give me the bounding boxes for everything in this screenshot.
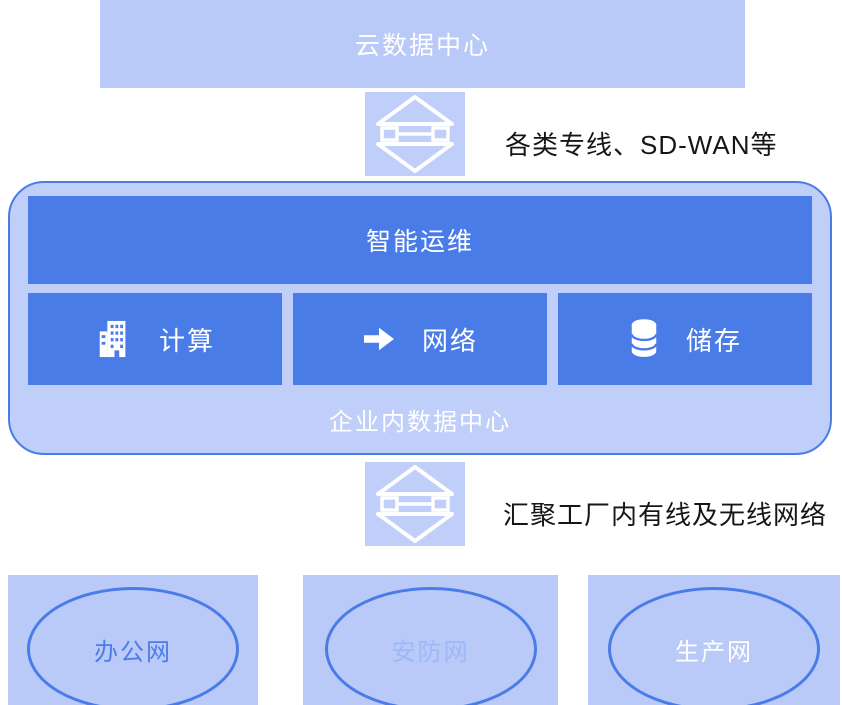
network-ellipse: 生产网 bbox=[608, 587, 820, 705]
intelligent-ops-header: 智能运维 bbox=[28, 196, 812, 284]
module-compute: 计算 bbox=[28, 293, 282, 385]
double-arrow-icon bbox=[365, 92, 465, 176]
enterprise-datacenter-panel: 智能运维 bbox=[8, 181, 832, 455]
modules-row: 计算 网络 储存 bbox=[28, 293, 812, 385]
module-compute-label: 计算 bbox=[158, 325, 215, 356]
network-ellipse: 安防网 bbox=[324, 587, 537, 705]
building-icon bbox=[95, 319, 133, 359]
module-network-label: 网络 bbox=[421, 325, 478, 356]
network-production: 生产网 bbox=[588, 575, 840, 705]
network-ellipse: 办公网 bbox=[27, 587, 239, 705]
module-storage: 储存 bbox=[558, 293, 812, 385]
network-security: 安防网 bbox=[303, 575, 558, 705]
wan-link-label: 各类专线、SD-WAN等 bbox=[505, 130, 778, 160]
database-icon bbox=[628, 318, 660, 360]
intelligent-ops-label: 智能运维 bbox=[365, 228, 474, 256]
cloud-datacenter-label: 云数据中心 bbox=[354, 32, 490, 60]
arrow-right-icon bbox=[362, 324, 396, 354]
factory-network-label: 汇聚工厂内有线及无线网络 bbox=[503, 500, 828, 530]
cloud-datacenter-box: 云数据中心 bbox=[100, 0, 745, 88]
network-office: 办公网 bbox=[8, 575, 258, 705]
double-arrow-connector-top bbox=[365, 92, 465, 176]
double-arrow-icon bbox=[365, 462, 465, 546]
network-production-label: 生产网 bbox=[675, 638, 753, 666]
network-office-label: 办公网 bbox=[94, 638, 172, 666]
double-arrow-connector-bottom bbox=[365, 462, 465, 546]
module-network: 网络 bbox=[293, 293, 547, 385]
network-security-label: 安防网 bbox=[391, 638, 470, 666]
module-storage-label: 储存 bbox=[685, 325, 742, 356]
enterprise-datacenter-caption: 企业内数据中心 bbox=[329, 409, 511, 436]
